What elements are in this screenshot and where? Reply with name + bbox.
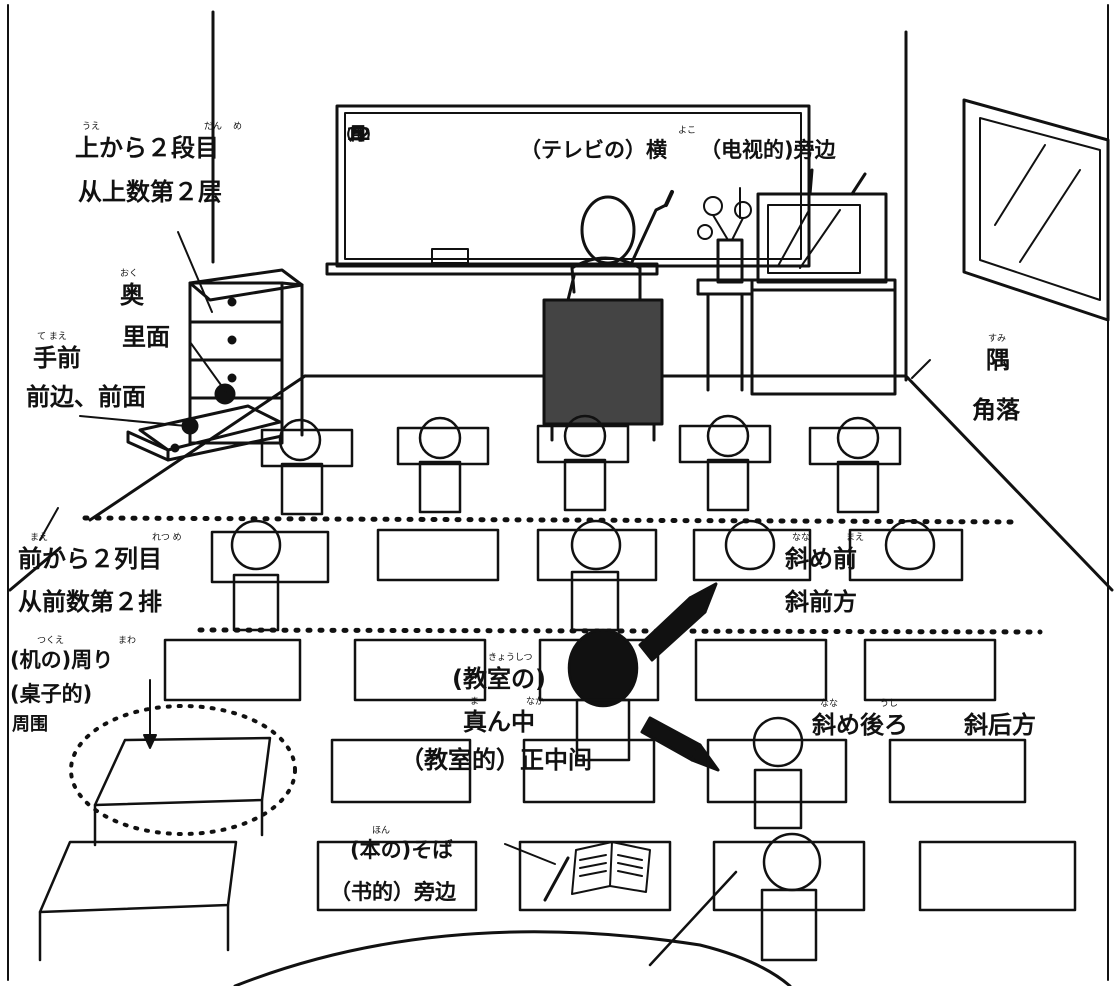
window	[962, 98, 1110, 322]
center-ruby-1: きょうしつ	[488, 653, 533, 663]
label-diag-back-ja: 斜め後ろ	[812, 711, 908, 739]
desk-around-ruby-2: まわ	[118, 636, 137, 646]
shelf-upper-ruby-3: め	[233, 122, 243, 132]
label-row2-zh: 从前数第２排	[18, 588, 162, 616]
center-ruby-2b: なか	[526, 697, 545, 707]
desk-around-ruby-1: つくえ	[37, 636, 65, 646]
board-date-day-number: 5	[351, 124, 365, 145]
label-tv-side-zh: （电视的)旁边	[700, 138, 836, 162]
shelf-upper-ruby-1: うえ	[82, 122, 101, 132]
label-desk-around-zh2: 周围	[12, 714, 48, 735]
label-front-zh: 前边、前面	[26, 383, 146, 411]
board-date-weekday: (土)	[346, 127, 371, 142]
desk-row-2	[210, 519, 964, 632]
label-center-ja1: (教室の)	[452, 665, 546, 693]
label-center-zh: （教室的）正中间	[400, 746, 592, 774]
diag-front-ruby-2: まえ	[846, 533, 865, 543]
row-dotted-lines	[82, 515, 1043, 635]
board-date-month: 月	[349, 124, 367, 145]
label-front-ja: 手前	[33, 344, 81, 372]
label-shelf-upper-zh: 从上数第２层	[78, 178, 222, 206]
desk-row-5	[38, 832, 1077, 962]
label-desk-around-ja: (机の)周り	[10, 648, 114, 672]
shelf-upper-ruby-2: だん	[204, 122, 223, 132]
label-book-side-ja: (本の)そば	[350, 838, 454, 862]
foreground-head	[233, 930, 792, 986]
label-row2-ja: 前から２列目	[18, 545, 162, 573]
label-corner-zh: 角落	[972, 396, 1020, 424]
label-shelf-upper-ja: 上から２段目	[75, 134, 219, 162]
label-back-ja: 奥	[120, 281, 144, 309]
center-ruby-2a: ま	[470, 697, 480, 707]
tv-side-ruby: よこ	[678, 126, 697, 136]
front-ruby: て まえ	[37, 332, 67, 342]
back-ruby: おく	[120, 269, 139, 279]
tv-set	[750, 168, 897, 396]
desk-row-3	[163, 628, 997, 762]
book	[543, 841, 651, 902]
foreground-pointer-line	[648, 870, 738, 967]
corner-ruby: すみ	[988, 334, 1007, 344]
teacher	[566, 190, 674, 302]
row2-ruby-2: れつ め	[152, 533, 182, 543]
label-diag-front-zh: 斜前方	[785, 588, 857, 616]
label-diag-front-ja: 斜め前	[785, 545, 857, 573]
label-corner-ja: 隅	[986, 346, 1010, 374]
label-center-ja2: 真ん中	[463, 708, 535, 736]
board-date-day: 日	[349, 124, 367, 145]
label-desk-around-zh: (桌子的)	[10, 682, 93, 706]
direction-arrows	[638, 582, 720, 772]
flower-vase	[696, 196, 754, 392]
podium	[542, 298, 664, 442]
book-side-ruby: ほん	[372, 826, 391, 836]
board-date-month-number: 12	[346, 124, 372, 145]
label-book-side-zh: （书的）旁边	[330, 880, 456, 904]
desk-row-4	[69, 704, 1027, 847]
label-back-zh: 里面	[122, 323, 170, 351]
diag-back-ruby-1: なな	[820, 699, 839, 709]
drawer-cabinet	[126, 268, 304, 462]
row2-ruby-1: まえ	[30, 533, 49, 543]
chalkboard	[325, 104, 811, 276]
diag-front-ruby-1: なな	[792, 533, 811, 543]
leader-lines	[39, 187, 931, 865]
desk-row-1	[260, 414, 902, 516]
label-tv-side-ja: （テレビの）横	[520, 138, 667, 162]
label-diag-back-zh: 斜后方	[964, 711, 1036, 739]
diag-back-ruby-2: うし	[880, 699, 899, 709]
